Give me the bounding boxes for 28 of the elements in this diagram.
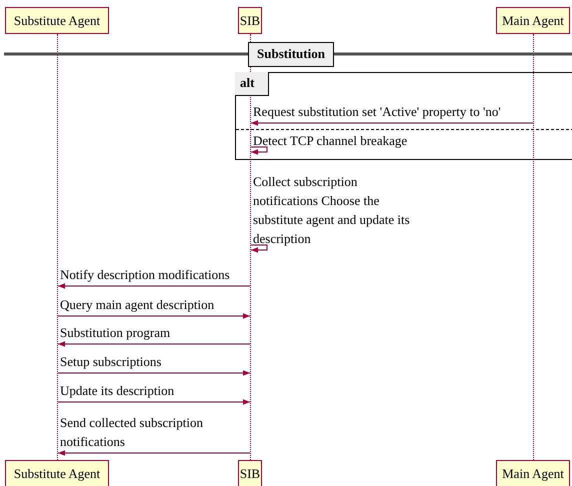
section-label: Substitution — [248, 42, 334, 67]
participant-box: Main Agent — [496, 7, 570, 34]
message-label: Substitution program — [60, 324, 170, 342]
self-message-arrow — [250, 244, 268, 253]
message-label: Update its description — [60, 382, 174, 400]
message-label: Notify description modifications — [60, 266, 230, 284]
message-arrow — [250, 120, 534, 126]
message-arrow — [58, 283, 250, 289]
message-label: Setup subscriptions — [60, 353, 162, 371]
message-arrow — [58, 399, 250, 405]
message-label: Request substitution set 'Active' property to 'no' — [253, 103, 501, 121]
fragment-tab: alt — [235, 72, 269, 96]
message-label: Collect subscription notifications Choose the substitute agent and update its description — [253, 173, 411, 248]
participant-box: Main Agent — [496, 460, 570, 486]
message-arrow — [58, 370, 250, 376]
lifeline — [57, 34, 58, 460]
participant-box: Substitute Agent — [5, 460, 109, 486]
participant-box: SIB — [238, 7, 262, 34]
participant-box: Substitute Agent — [5, 7, 109, 34]
message-arrow — [58, 313, 250, 319]
participant-box: SIB — [238, 460, 262, 486]
message-arrow — [58, 450, 250, 456]
self-message-arrow — [250, 146, 268, 155]
message-arrow — [58, 341, 250, 347]
lifeline — [533, 34, 534, 460]
message-label: Send collected subscription notifications — [60, 414, 204, 451]
message-label: Query main agent description — [60, 296, 214, 314]
message-label: Detect TCP channel breakage — [253, 132, 408, 150]
